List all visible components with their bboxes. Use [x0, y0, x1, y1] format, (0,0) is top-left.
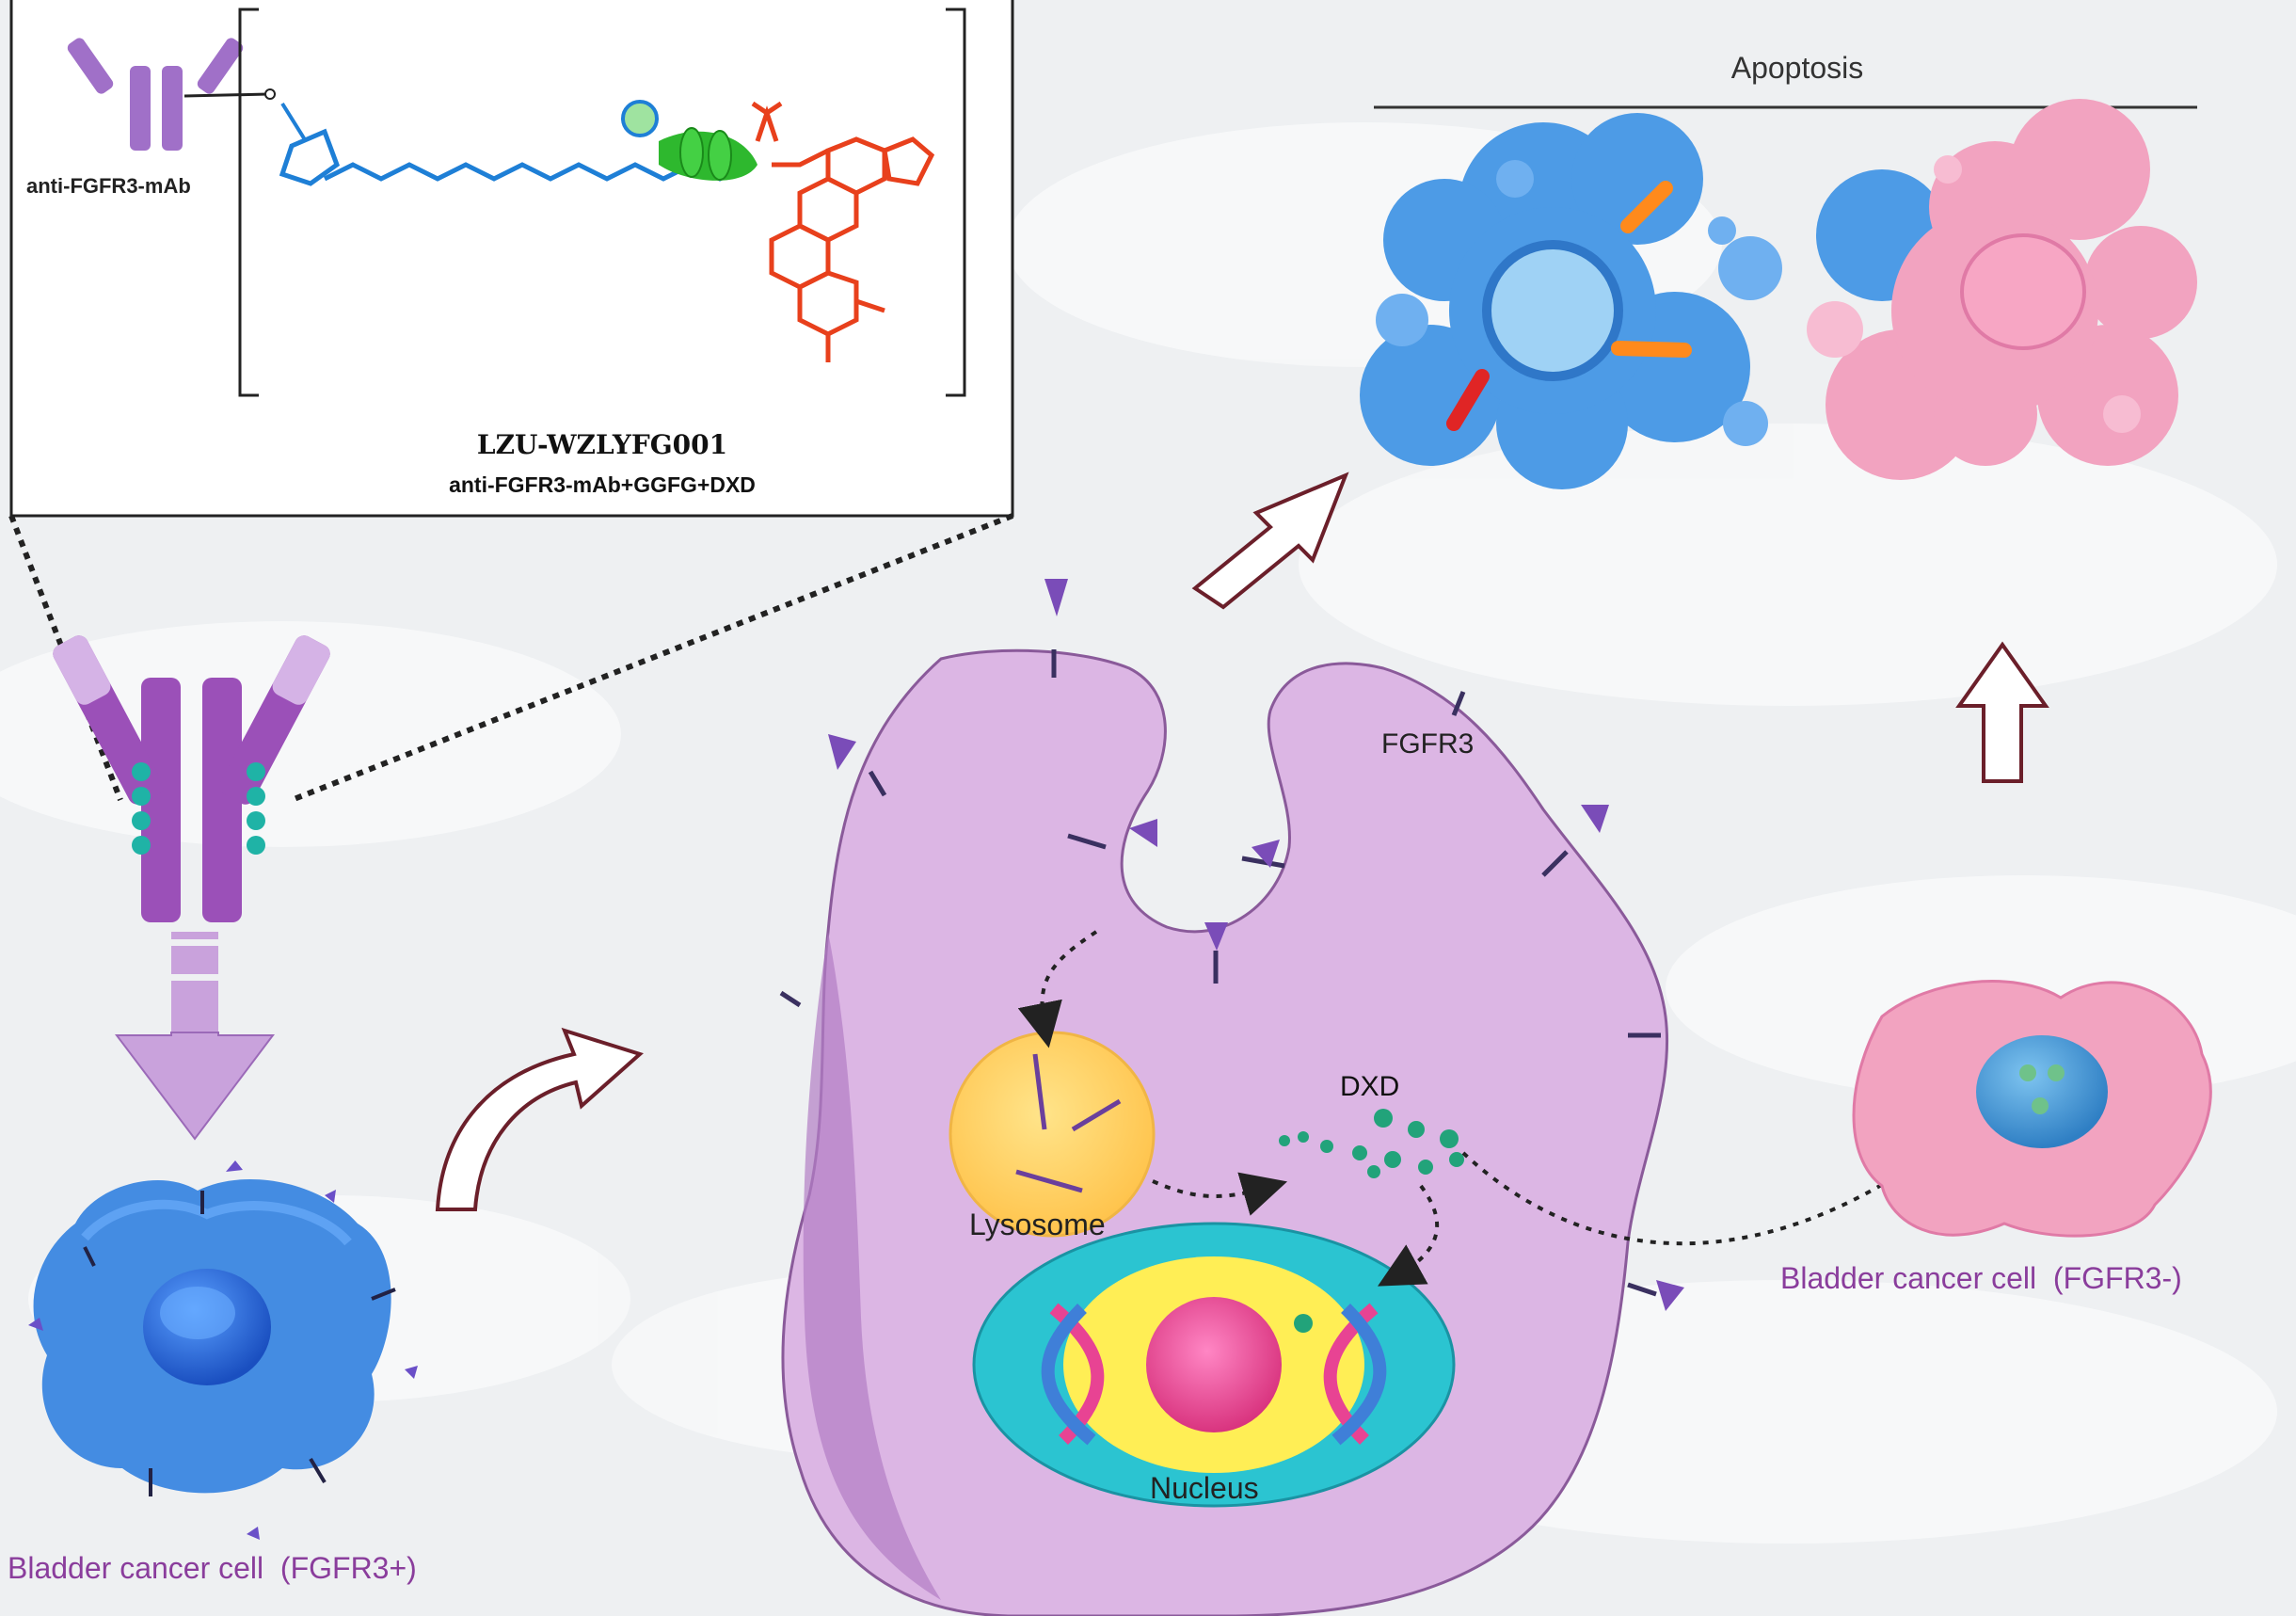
- zoom-line-left: [8, 514, 123, 802]
- dxd-payload-structure: [751, 101, 935, 362]
- antibody-tether: [183, 92, 269, 98]
- fgfr3-receptors: [779, 649, 1661, 1297]
- curved-arrow-to-target: [435, 1027, 644, 1211]
- adc-formula-label: anti-FGFR3-mAb+GGFG+DXD: [449, 472, 756, 497]
- arrow-up-from-negative: [1955, 641, 2049, 783]
- lysosome: [949, 1031, 1156, 1238]
- endocytosis-path: [1017, 930, 1098, 1048]
- antibody-icon-small: [67, 38, 244, 151]
- antibody-large: [53, 635, 330, 1032]
- nucleus: [972, 1222, 1456, 1508]
- apoptotic-cell-pink: [1807, 99, 2197, 480]
- right-bracket: [946, 8, 966, 397]
- apoptosis-label: Apoptosis: [1730, 51, 1864, 85]
- fgfr3-positive-cell-label: Bladder cancer cell (FGFR3+): [8, 1551, 417, 1585]
- nucleus-label: Nucleus: [1150, 1471, 1259, 1505]
- lysosome-release-path: [1152, 1172, 1288, 1216]
- adc-name-label: LZU-WZLYFG001: [476, 429, 728, 460]
- internalizing-cell: [779, 579, 1684, 1616]
- fgfr3-negative-cell-label: Bladder cancer cell (FGFR3-): [1780, 1261, 2182, 1295]
- dxd-label: DXD: [1340, 1071, 1400, 1102]
- ggfg-cleavable-segment: [621, 100, 757, 181]
- dxd-to-nucleus-path: [1378, 1184, 1440, 1287]
- adc-structure-panel: [9, 0, 1014, 518]
- lysosome-label: Lysosome: [969, 1208, 1106, 1241]
- zoom-line-right: [290, 513, 1014, 803]
- dxd-particles: [1279, 1109, 1464, 1178]
- fgfr3-positive-cell: [28, 1160, 418, 1540]
- antibody-label: anti-FGFR3-mAb: [26, 174, 191, 198]
- fgfr3-label: FGFR3: [1381, 728, 1475, 760]
- apoptotic-cell-blue: [1360, 113, 1782, 489]
- fgfr3-negative-cell: [1852, 980, 2212, 1238]
- left-bracket: [238, 8, 259, 397]
- binding-arrow-down: [114, 1032, 276, 1141]
- arrow-to-apoptosis: [1191, 472, 1349, 610]
